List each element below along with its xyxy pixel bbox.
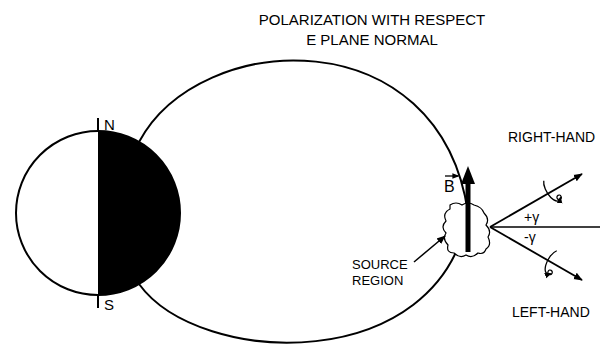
diagram-title: POLARIZATION WITH RESPECT E PLANE NORMAL [255, 10, 489, 50]
leader-line [414, 236, 445, 262]
pole-label: N [104, 116, 115, 133]
plane-normal-line [492, 226, 600, 228]
region-label: SOURCE REGION [352, 257, 424, 289]
left-hand-rotation-symbol [542, 249, 563, 276]
vector-overarrow [445, 175, 458, 176]
polarization-label: LEFT-HAND [512, 304, 590, 320]
north-tick [97, 118, 99, 131]
pole-label: S [104, 296, 114, 313]
angle-label: +γ [524, 210, 539, 224]
earth-disc [16, 131, 180, 295]
right-hand-rotation-symbol [541, 177, 562, 204]
b-field-arrowhead [461, 166, 475, 184]
right-hand-ray [490, 174, 582, 227]
angle-label: -γ [524, 230, 536, 244]
south-tick [97, 295, 99, 308]
b-field-arrow [466, 182, 471, 252]
polarization-label: RIGHT-HAND [508, 129, 595, 145]
left-hand-ray [490, 227, 582, 280]
field-symbol: B [444, 178, 455, 196]
earth-night-side [98, 131, 180, 295]
field-line [139, 60, 468, 342]
